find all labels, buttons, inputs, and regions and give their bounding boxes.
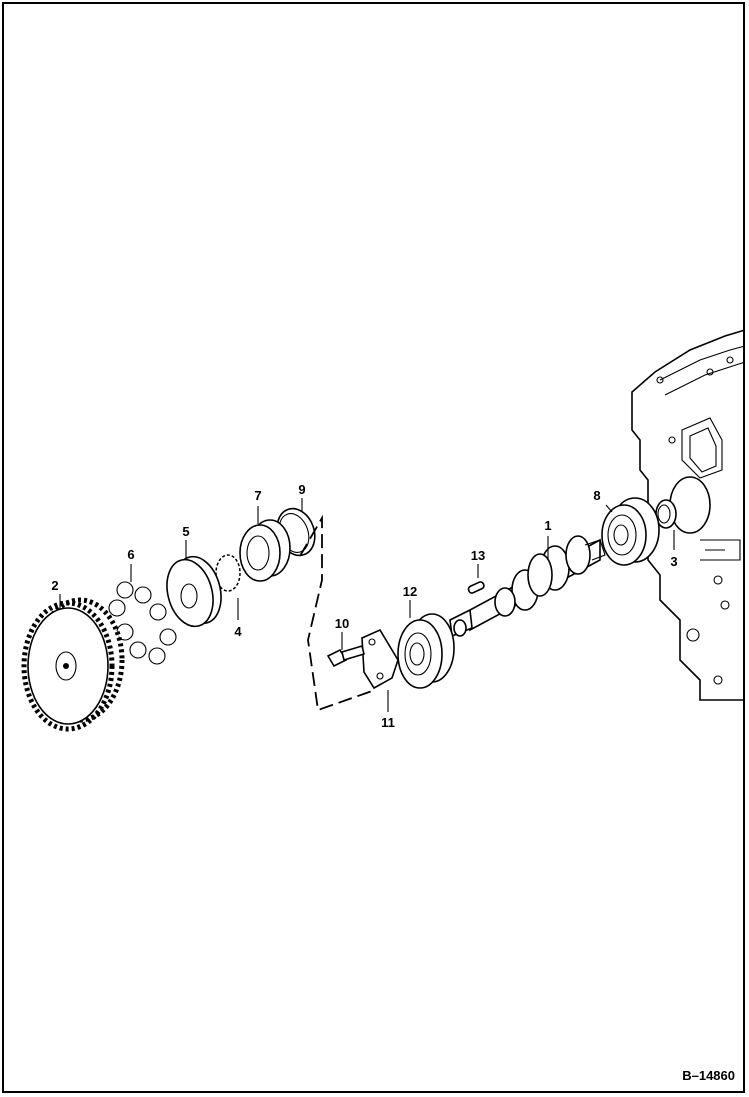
callout-8: 8: [593, 488, 600, 503]
seal-7-part: [239, 519, 291, 582]
key-part: [467, 581, 485, 594]
dashed-ring-part: [215, 554, 241, 592]
callout-2: 2: [51, 578, 58, 593]
callout-6: 6: [127, 547, 134, 562]
retainer-plate-part: [361, 628, 399, 690]
callout-9: 9: [298, 482, 305, 497]
callout-10: 10: [335, 616, 349, 631]
assembly-bracket: [299, 514, 376, 712]
callout-4: 4: [234, 624, 242, 639]
bearing-12-part: [397, 613, 455, 689]
callout-7: 7: [254, 488, 261, 503]
callout-13: 13: [471, 548, 485, 563]
gear-part: [21, 597, 125, 732]
callout-5: 5: [182, 524, 189, 539]
thrust-plate-part: [166, 555, 222, 628]
bearing-8-part: [601, 497, 660, 566]
callout-3: 3: [670, 554, 677, 569]
callout-12: 12: [403, 584, 417, 599]
callout-11: 11: [381, 715, 395, 730]
figure-number: B–14860: [682, 1068, 735, 1083]
callout-1: 1: [544, 518, 551, 533]
bolt-part: [326, 644, 365, 668]
engine-block: [631, 329, 746, 701]
leader-lines: [59, 498, 675, 712]
camshaft-part: [449, 535, 606, 638]
